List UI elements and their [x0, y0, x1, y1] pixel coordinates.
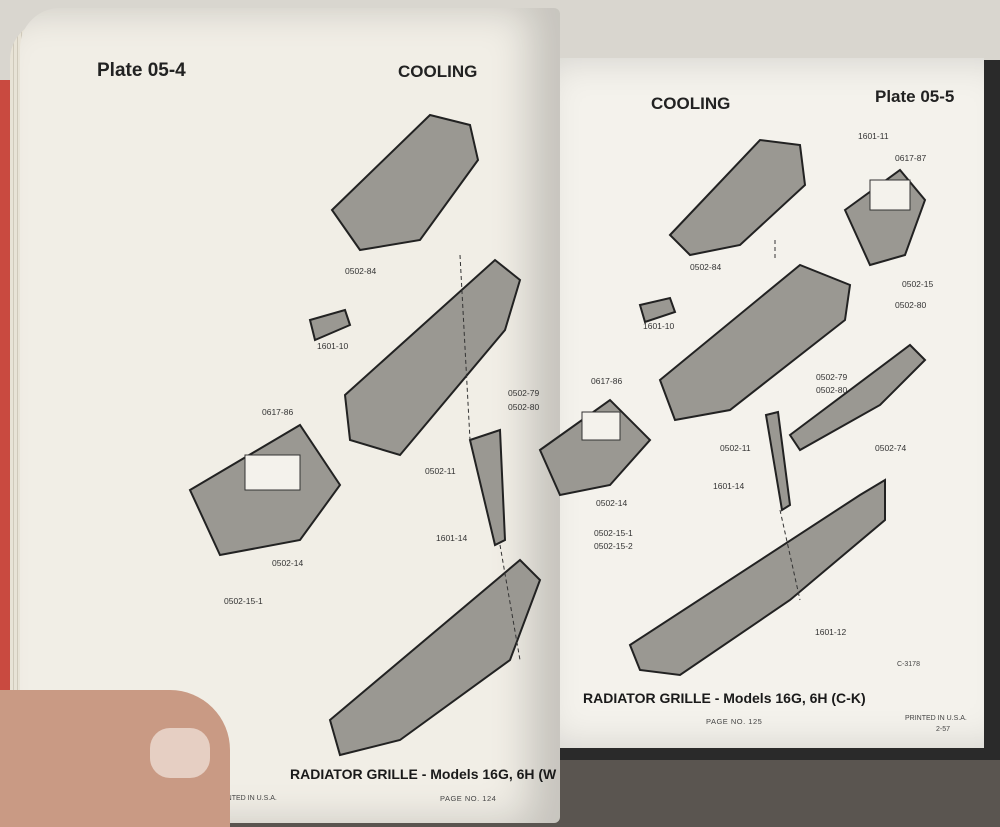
- part-label: 0502-11: [425, 466, 456, 476]
- part-label: 0502-80: [508, 402, 540, 412]
- part-label: 0502-14: [272, 558, 304, 568]
- support-bar-right: [764, 410, 792, 512]
- lower-grille-left: [328, 558, 542, 757]
- part-label: 0502-74: [875, 443, 907, 453]
- part-label: 0502-15-2: [594, 541, 633, 551]
- page-number-left: PAGE NO. 124: [440, 794, 497, 803]
- part-label: 0502-15: [902, 279, 934, 289]
- plate-caption-left: RADIATOR GRILLE - Models 16G, 6H (W: [290, 766, 557, 782]
- radiator-core-support-right: [668, 138, 807, 257]
- radiator-core-support-left: [330, 113, 480, 252]
- grille-frame-right: [658, 263, 852, 422]
- section-title-left: COOLING: [398, 62, 478, 81]
- part-label: 1601-14: [436, 533, 468, 543]
- bracket-left: [308, 308, 352, 342]
- printed-in-left: PRINTED IN U.S.A.: [215, 795, 277, 802]
- part-label: 0502-14: [596, 498, 628, 508]
- support-bar-left: [468, 428, 507, 547]
- plate-number-right: Plate 05-5: [875, 87, 955, 106]
- thumbnail-nail: [150, 728, 210, 778]
- part-label: 0502-79: [816, 372, 848, 382]
- part-label: 0502-11: [720, 443, 751, 453]
- part-label: 1601-10: [643, 321, 675, 331]
- part-label: 0617-86: [591, 376, 623, 386]
- lower-grille-right: [628, 478, 886, 677]
- print-date-right: 2-57: [936, 726, 951, 733]
- part-label: 0502-84: [690, 262, 722, 272]
- part-label: 0502-15-1: [224, 596, 263, 606]
- page-number-right: PAGE NO. 125: [706, 717, 763, 726]
- plate-number-left: Plate 05-4: [97, 60, 186, 81]
- grille-frame-left: [343, 258, 522, 457]
- part-label: 0617-87: [895, 153, 927, 163]
- part-label: 1601-10: [317, 341, 349, 351]
- part-label: 0502-79: [508, 388, 540, 398]
- part-label: 0502-15-1: [594, 528, 633, 538]
- horn-grille-right: [581, 411, 621, 441]
- part-label: 1601-14: [713, 481, 745, 491]
- grille-panel-right: [538, 398, 652, 497]
- part-label: 0502-80: [816, 385, 848, 395]
- horn-grille-upper-right: [869, 179, 911, 211]
- part-label: 1601-12: [815, 627, 847, 637]
- drawing-code: C-3178: [897, 661, 920, 668]
- bracket-right: [638, 296, 677, 324]
- printed-in-right: PRINTED IN U.S.A.: [905, 715, 967, 722]
- part-label: 1601-11: [858, 131, 889, 141]
- horn-grille-left: [244, 454, 301, 491]
- part-label: 0617-86: [262, 407, 294, 417]
- plate-caption-right: RADIATOR GRILLE - Models 16G, 6H (C-K): [583, 690, 866, 706]
- part-label: 0502-80: [895, 300, 927, 310]
- bracket-piece-right: [788, 343, 927, 452]
- section-title-right: COOLING: [651, 94, 731, 113]
- part-label: 0502-84: [345, 266, 377, 276]
